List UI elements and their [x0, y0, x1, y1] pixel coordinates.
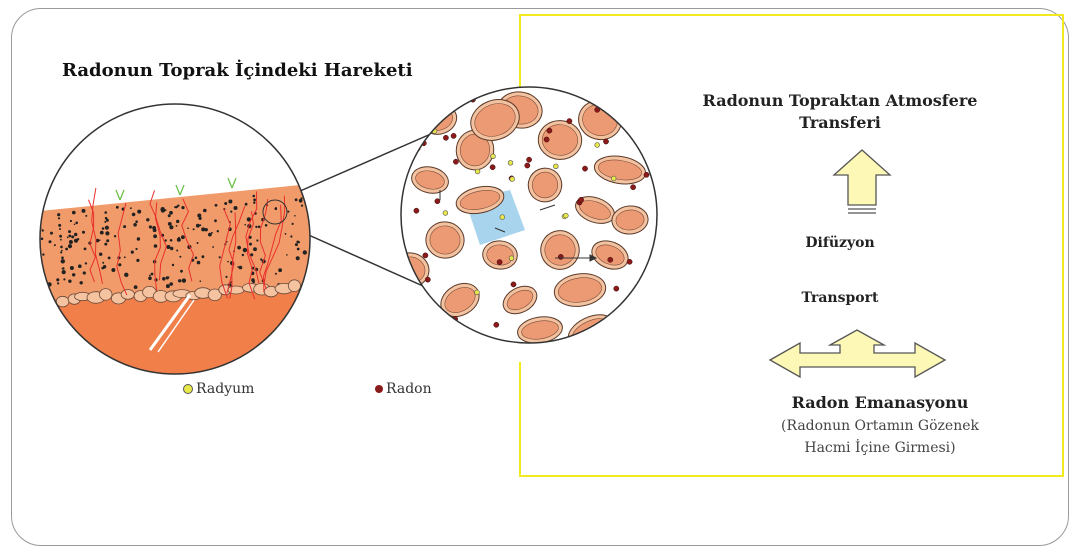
transport-label: Transport — [760, 290, 920, 306]
transfer-title-line1: Radonun Topraktan Atmosfere — [660, 90, 1020, 112]
radon-dot-icon — [375, 385, 383, 393]
pore-scale-view — [389, 80, 665, 352]
diffusion-label: Difüzyon — [760, 235, 920, 251]
transfer-title: Radonun Topraktan Atmosfere Transferi — [660, 90, 1020, 134]
emanation-title: Radon Emanasyonu — [720, 393, 1040, 412]
emanation-sub-line1: (Radonun Ortamın Gözenek — [700, 415, 1060, 437]
soil-cross-section — [30, 100, 330, 400]
radium-dot-icon — [183, 384, 193, 394]
spread-arrow — [770, 330, 945, 377]
legend-radium-label: Radyum — [196, 381, 254, 397]
emanation-sub-line2: Hacmi İçine Girmesi) — [700, 437, 1060, 459]
legend-radium: Radyum — [183, 381, 254, 397]
emanation-subtitle: (Radonun Ortamın Gözenek Hacmi İçine Gir… — [700, 415, 1060, 459]
transfer-title-line2: Transferi — [660, 112, 1020, 134]
legend-radon-label: Radon — [386, 381, 432, 397]
legend-radon: Radon — [375, 381, 432, 397]
up-arrow — [834, 150, 890, 213]
